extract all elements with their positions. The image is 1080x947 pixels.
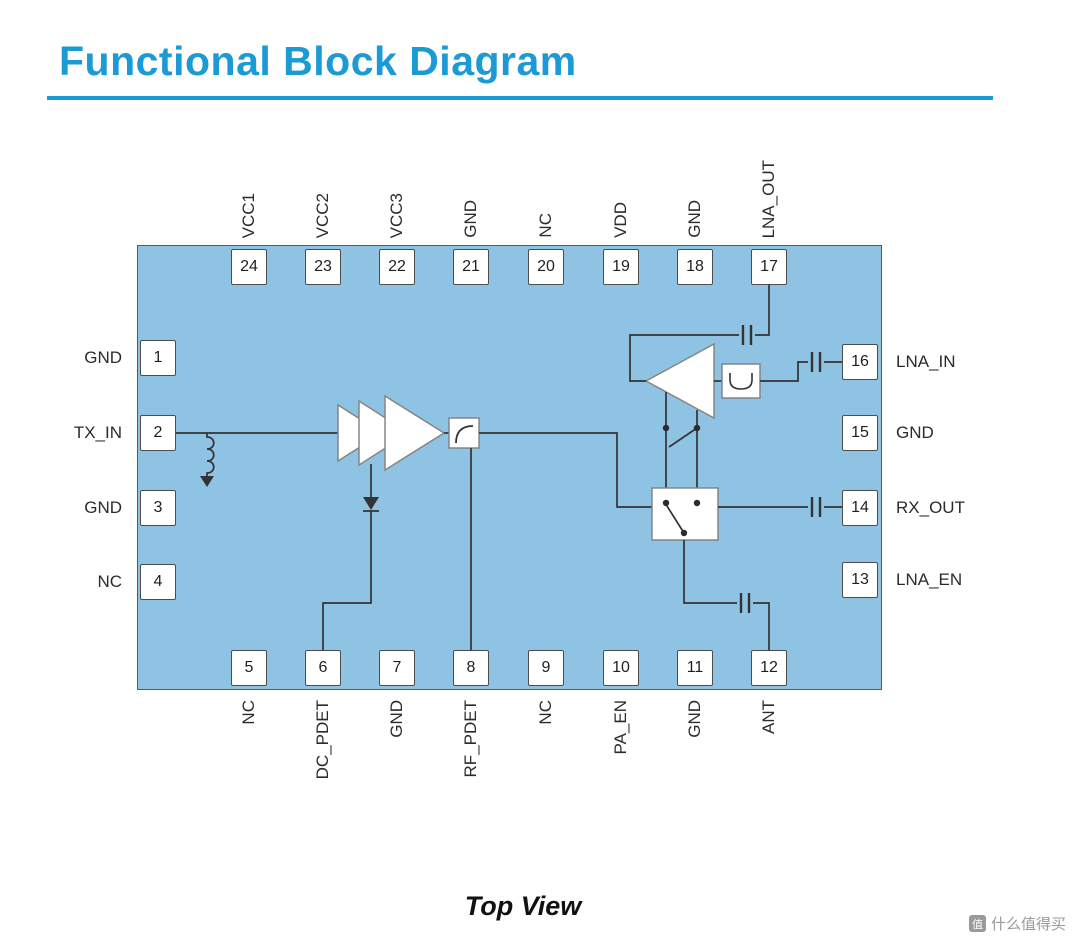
- pin-label-gnd-21: GND: [461, 200, 480, 238]
- pin-label-rx-out: RX_OUT: [896, 498, 965, 517]
- pin-label-dc-pdet: DC_PDET: [313, 700, 332, 780]
- switch-arm: [666, 505, 685, 534]
- lna-out-wire2: [755, 285, 770, 336]
- title-underline: [47, 96, 993, 100]
- pin-label-tx-in: TX_IN: [73, 423, 122, 442]
- lna-in-capacitor-icon: [810, 352, 822, 372]
- pin-label-vcc1: VCC1: [239, 192, 258, 238]
- pin-5: 5: [231, 650, 267, 686]
- pin-label-nc-4: NC: [97, 572, 122, 591]
- switch-pole-dot: [680, 529, 688, 537]
- pin-19: 19: [603, 249, 639, 285]
- pin-label-gnd-1: GND: [84, 348, 122, 367]
- pin-23: 23: [305, 249, 341, 285]
- pin-label-lna-en: LNA_EN: [896, 570, 963, 589]
- pin-label-rf-pdet: RF_PDET: [461, 700, 480, 778]
- pin-label-nc-9: NC: [536, 700, 555, 725]
- inductor-icon: [206, 433, 215, 476]
- rx-out-capacitor-icon: [810, 497, 822, 517]
- pin-label-nc-5: NC: [239, 700, 258, 725]
- watermark: 值 什么值得买: [968, 913, 1066, 934]
- pin-15: 15: [842, 415, 878, 451]
- pin-7: 7: [379, 650, 415, 686]
- pin-22: 22: [379, 249, 415, 285]
- pin-13: 13: [842, 562, 878, 598]
- ant-capacitor-icon: [739, 593, 751, 613]
- pin-label-pa-en: PA_EN: [611, 700, 630, 755]
- chip-body: [137, 245, 882, 690]
- pin-label-gnd-18: GND: [685, 200, 704, 238]
- watermark-text: 什么值得买: [990, 916, 1066, 933]
- coupler-curve: [455, 425, 474, 444]
- pin-4: 4: [140, 564, 176, 600]
- pin-10: 10: [603, 650, 639, 686]
- watermark-logo-icon: 值: [968, 915, 986, 932]
- pin-label-lna-out: LNA_OUT: [759, 159, 778, 238]
- pin-label-gnd-15: GND: [896, 423, 934, 442]
- filter-icon: [721, 363, 761, 399]
- switch-contact-dot: [693, 424, 701, 432]
- pin-18: 18: [677, 249, 713, 285]
- pin-label-gnd-11: GND: [685, 700, 704, 738]
- pin-20: 20: [528, 249, 564, 285]
- pin-24: 24: [231, 249, 267, 285]
- switch-contact-dot: [693, 499, 701, 507]
- top-view-caption: Top View: [464, 891, 582, 921]
- pin-label-vcc3: VCC3: [387, 192, 406, 238]
- pin-16: 16: [842, 344, 878, 380]
- pin-label-gnd-3: GND: [84, 498, 122, 517]
- pin-label-vcc2: VCC2: [313, 192, 332, 238]
- diode-icon: [363, 497, 379, 510]
- pin-1: 1: [140, 340, 176, 376]
- lna-in-wire: [760, 361, 808, 382]
- pin-8: 8: [453, 650, 489, 686]
- amplifier-stage3-icon: [384, 394, 446, 472]
- pin-12: 12: [751, 650, 787, 686]
- pin-label-vdd: VDD: [611, 202, 630, 238]
- filter-curve: [729, 373, 753, 390]
- switch-contact-dot: [662, 499, 670, 507]
- pin-11: 11: [677, 650, 713, 686]
- ant-wire: [683, 540, 737, 604]
- pin-6: 6: [305, 650, 341, 686]
- ground-icon: [200, 476, 214, 487]
- pin-label-gnd-7: GND: [387, 700, 406, 738]
- pin-label-ant: ANT: [759, 700, 778, 734]
- lna-out-wire: [629, 334, 739, 382]
- ant-wire2: [753, 602, 770, 650]
- pin-2: 2: [140, 415, 176, 451]
- pin-14: 14: [842, 490, 878, 526]
- page-title: Functional Block Diagram: [59, 38, 577, 84]
- lna-amplifier-icon: [644, 342, 715, 420]
- lna-out-capacitor-icon: [741, 325, 753, 345]
- upper-switch-icon: [668, 427, 698, 448]
- pin-21: 21: [453, 249, 489, 285]
- tx-to-switch-wire: [479, 432, 652, 508]
- switch-contact-dot: [662, 424, 670, 432]
- pin-3: 3: [140, 490, 176, 526]
- dc-pdet-wire: [322, 511, 372, 650]
- pin-label-lna-in: LNA_IN: [896, 352, 956, 371]
- pin-9: 9: [528, 650, 564, 686]
- pin-label-nc-20: NC: [536, 213, 555, 238]
- pin-17: 17: [751, 249, 787, 285]
- coupler-icon: [448, 417, 480, 449]
- amplifier-stage2-icon: [358, 399, 411, 467]
